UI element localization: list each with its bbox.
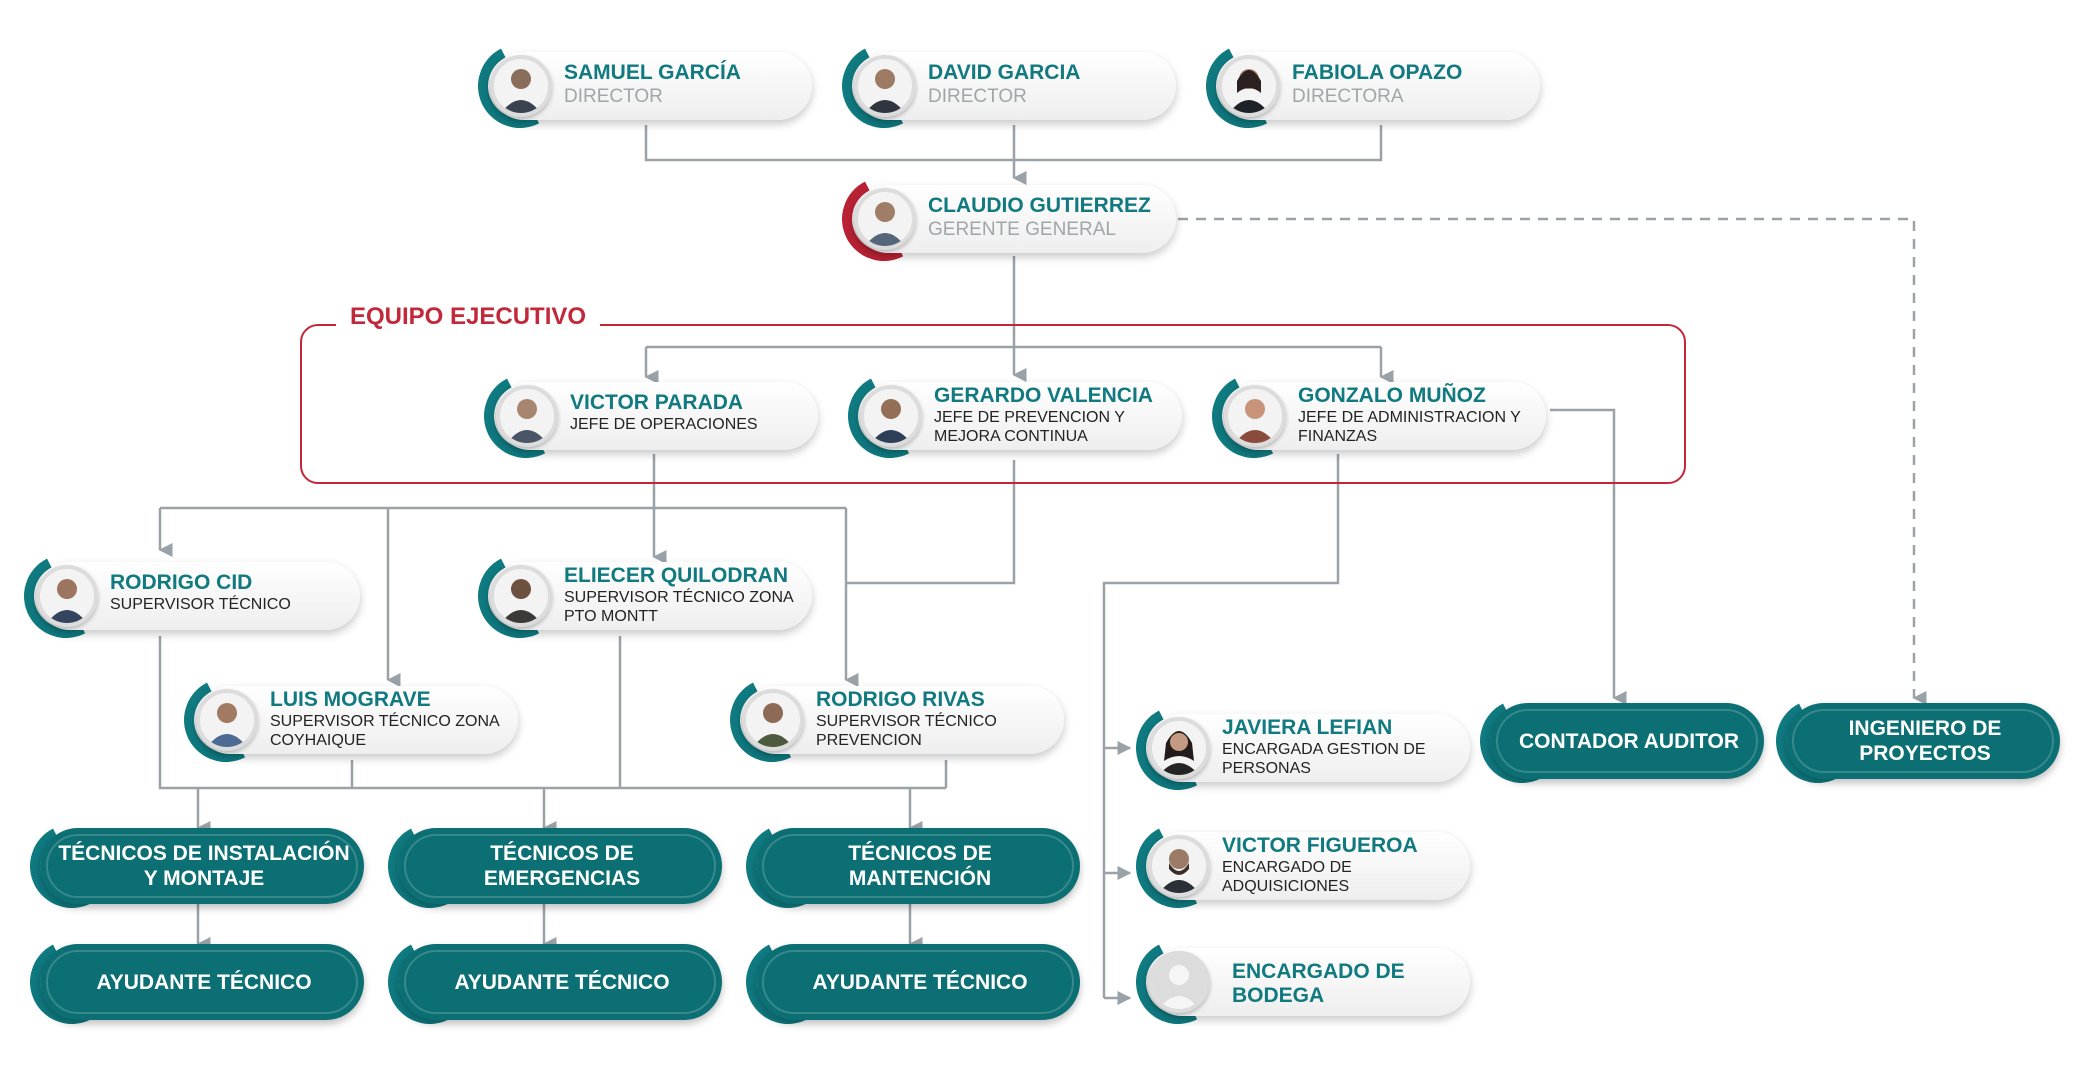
person-name: LUIS MOGRAVE xyxy=(270,688,431,711)
user-placeholder-icon xyxy=(1148,951,1210,1013)
box-ayudante-2[interactable]: AYUDANTE TÉCNICO xyxy=(377,929,722,1035)
box-ingeniero-proyectos[interactable]: INGENIERO DE PROYECTOS xyxy=(1765,688,2060,794)
line-tech-bus xyxy=(158,636,946,790)
box-label: AYUDANTE TÉCNICO xyxy=(812,970,1028,994)
person-name: ELIECER QUILODRAN xyxy=(564,564,789,587)
person-role: DIRECTORA xyxy=(1292,86,1404,107)
person-role: JEFE DE PREVENCION Y MEJORA CONTINUA xyxy=(934,409,1125,445)
box-label: TÉCNICOS DE MANTENCIÓN xyxy=(848,842,992,890)
person-name: RODRIGO RIVAS xyxy=(816,688,985,711)
box-tecnicos-instalacion[interactable]: TÉCNICOS DE INSTALACIÓN Y MONTAJE xyxy=(19,813,364,919)
avatar-photo xyxy=(1224,385,1286,447)
person-name: GONZALO MUÑOZ xyxy=(1298,384,1486,407)
person-name: JAVIERA LEFIAN xyxy=(1222,716,1393,739)
avatar-photo xyxy=(854,188,916,250)
avatar-photo xyxy=(490,565,552,627)
person-name: FABIOLA OPAZO xyxy=(1292,61,1463,84)
executive-team-frame xyxy=(300,324,1686,484)
position-name: ENCARGADO DE BODEGA xyxy=(1232,960,1405,1007)
person-role: DIRECTOR xyxy=(564,86,663,107)
box-tecnicos-emergencias[interactable]: TÉCNICOS DE EMERGENCIAS xyxy=(377,813,722,919)
box-ayudante-3[interactable]: AYUDANTE TÉCNICO xyxy=(735,929,1080,1035)
person-name: SAMUEL GARCÍA xyxy=(564,61,741,84)
avatar-photo xyxy=(490,55,552,117)
box-label: TÉCNICOS DE INSTALACIÓN Y MONTAJE xyxy=(58,842,350,890)
person-role: JEFE DE OPERACIONES xyxy=(570,416,758,433)
line-gonzalo-contador xyxy=(1550,408,1627,705)
box-label: AYUDANTE TÉCNICO xyxy=(96,970,312,994)
line-gonzalo-staff xyxy=(1102,454,1340,998)
person-name: VICTOR PARADA xyxy=(570,391,744,414)
card-victor-parada[interactable]: VICTOR PARADA JEFE DE OPERACIONES xyxy=(473,363,818,469)
avatar-photo xyxy=(860,385,922,447)
person-role: DIRECTOR xyxy=(928,86,1027,107)
box-label: AYUDANTE TÉCNICO xyxy=(454,970,670,994)
box-label: TÉCNICOS DE EMERGENCIAS xyxy=(483,842,641,890)
person-role: JEFE DE ADMINISTRACION Y FINANZAS xyxy=(1298,409,1521,445)
person-name: CLAUDIO GUTIERREZ xyxy=(928,194,1151,217)
person-name: RODRIGO CID xyxy=(110,571,253,594)
avatar-photo xyxy=(1148,717,1210,779)
avatar-photo xyxy=(496,385,558,447)
avatar-photo xyxy=(36,565,98,627)
card-encargado-bodega[interactable]: ENCARGADO DE BODEGA xyxy=(1125,929,1470,1035)
avatar-photo xyxy=(854,55,916,117)
person-role: ENCARGADA GESTION DE PERSONAS xyxy=(1222,741,1426,777)
person-name: VICTOR FIGUEROA xyxy=(1222,834,1418,857)
line-gerardo xyxy=(846,460,1016,585)
box-tecnicos-mantencion[interactable]: TÉCNICOS DE MANTENCIÓN xyxy=(735,813,1080,919)
executive-team-label: EQUIPO EJECUTIVO xyxy=(336,300,601,334)
avatar-photo xyxy=(1218,55,1280,117)
person-name: DAVID GARCIA xyxy=(928,61,1081,84)
box-label: CONTADOR AUDITOR xyxy=(1518,729,1740,753)
avatar-photo xyxy=(742,689,804,751)
person-role: ENCARGADO DE ADQUISICIONES xyxy=(1222,859,1352,895)
card-rodrigo-cid[interactable]: RODRIGO CID SUPERVISOR TÉCNICO xyxy=(13,543,360,649)
box-label: INGENIERO DE PROYECTOS xyxy=(1848,717,2002,765)
person-name: GERARDO VALENCIA xyxy=(934,384,1153,407)
avatar-photo xyxy=(196,689,258,751)
box-contador-auditor[interactable]: CONTADOR AUDITOR xyxy=(1469,688,1764,794)
person-role: SUPERVISOR TÉCNICO ZONA COYHAIQUE xyxy=(270,713,499,749)
avatar-photo xyxy=(1148,835,1210,897)
person-role: SUPERVISOR TÉCNICO PREVENCION xyxy=(816,713,997,749)
person-role: SUPERVISOR TÉCNICO ZONA PTO MONTT xyxy=(564,589,793,625)
person-role: SUPERVISOR TÉCNICO xyxy=(110,596,291,613)
person-role: GERENTE GENERAL xyxy=(928,219,1116,240)
box-ayudante-1[interactable]: AYUDANTE TÉCNICO xyxy=(19,929,364,1035)
